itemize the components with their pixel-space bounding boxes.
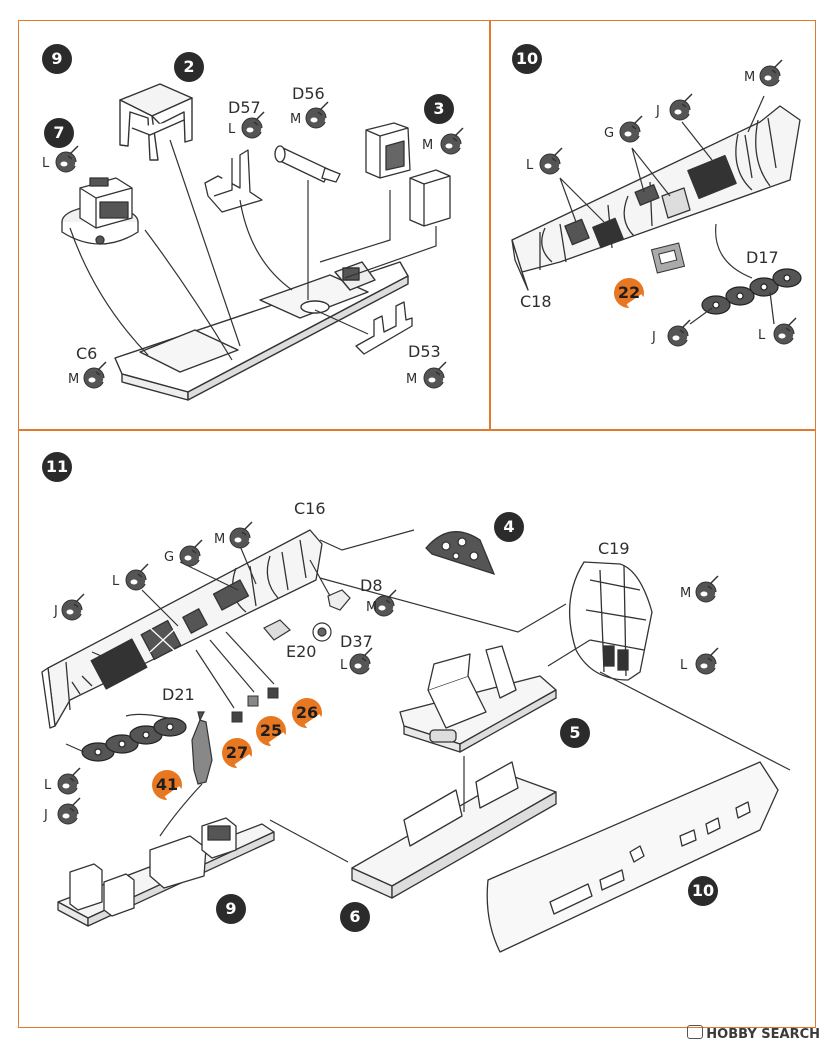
step-number-11: 11	[42, 452, 72, 482]
step-number-9: 9	[42, 44, 72, 74]
label-c6: C6	[76, 344, 98, 363]
paint-code-l2: L	[758, 328, 766, 343]
step11-small-parts	[263, 589, 351, 642]
paint-code-c19-m: M	[680, 586, 692, 601]
label-d56: D56	[292, 84, 325, 103]
label-d57: D57	[228, 98, 261, 117]
step11-assembly-9	[57, 817, 275, 927]
panel-step-11	[18, 430, 816, 1028]
ref-part-2: 2	[174, 52, 204, 82]
label-e20: E20	[286, 642, 317, 661]
paint-code-j2: J	[652, 330, 656, 345]
label-c19: C19	[598, 539, 630, 558]
paint-code-d37: L	[340, 658, 348, 673]
step11-panel-part-4	[425, 531, 496, 576]
paint-code-d53: M	[406, 372, 418, 387]
panel-step-10	[490, 20, 816, 430]
watermark-text: HOBBY SEARCH	[706, 1027, 820, 1042]
hobby-search-logo-icon	[687, 1025, 704, 1039]
step11-fuselage-half-10	[486, 761, 779, 953]
step9-part-7	[61, 177, 139, 245]
paint-code-j: J	[54, 604, 58, 619]
watermark: HOBBY SEARCH	[687, 1025, 820, 1042]
step11-floor-part-6	[351, 761, 557, 899]
sub-assembly-4: 4	[494, 512, 524, 542]
paint-code-c19-l: L	[680, 658, 688, 673]
step11-part-d21	[81, 717, 187, 762]
step9-box-3b	[409, 169, 451, 227]
ref-part-7: 7	[44, 118, 74, 148]
step10-leader-lines	[559, 95, 775, 325]
sub-assembly-5: 5	[560, 718, 590, 748]
decal-25: 25	[256, 716, 286, 746]
step9-box-3a	[365, 122, 411, 179]
step11-part-41	[191, 711, 213, 785]
ref-part-3: 3	[424, 94, 454, 124]
sub-assembly-6: 6	[340, 902, 370, 932]
paint-code-m: M	[214, 532, 226, 547]
paint-code-d8: M	[366, 600, 378, 615]
step9-part-d56	[274, 145, 341, 183]
step11-cockpit-part-5	[399, 645, 557, 753]
step9-part-d57	[204, 149, 263, 213]
label-d8: D8	[360, 576, 383, 595]
paint-code-7: L	[42, 156, 50, 171]
step11-bulkhead-c19	[568, 561, 653, 681]
paint-code-m: M	[744, 70, 756, 85]
paint-code-c6: M	[68, 372, 80, 387]
label-d53: D53	[408, 342, 441, 361]
step-number-10: 10	[512, 44, 542, 74]
step9-seat-part-2	[119, 83, 193, 161]
decal-41: 41	[152, 770, 182, 800]
label-c18: C18	[520, 292, 552, 311]
decal-26: 26	[292, 698, 322, 728]
sub-assembly-9: 9	[216, 894, 246, 924]
paint-code-l2: L	[44, 778, 52, 793]
decal-22: 22	[614, 278, 644, 308]
paint-code-d57: L	[228, 122, 236, 137]
step9-leader-lines	[69, 139, 437, 361]
label-c16: C16	[294, 499, 326, 518]
step11-decals-small	[231, 687, 279, 723]
paint-code-3: M	[422, 138, 434, 153]
paint-code-j2: J	[44, 808, 48, 823]
panel-step-9	[18, 20, 490, 430]
paint-code-d56: M	[290, 112, 302, 127]
sub-assembly-10: 10	[688, 876, 718, 906]
paint-code-l: L	[112, 574, 120, 589]
label-d21: D21	[162, 685, 195, 704]
step10-part-d17	[701, 268, 802, 315]
step9-floor-c6	[114, 261, 409, 401]
label-d37: D37	[340, 632, 373, 651]
step9-part-d53	[355, 301, 413, 355]
step10-wall-c18	[511, 105, 801, 291]
paint-code-g: G	[164, 550, 175, 565]
decal-27: 27	[222, 738, 252, 768]
label-d17: D17	[746, 248, 779, 267]
paint-code-g: G	[604, 126, 615, 141]
step10-decal-22	[650, 242, 686, 274]
paint-code-j: J	[656, 104, 660, 119]
paint-code-l: L	[526, 158, 534, 173]
